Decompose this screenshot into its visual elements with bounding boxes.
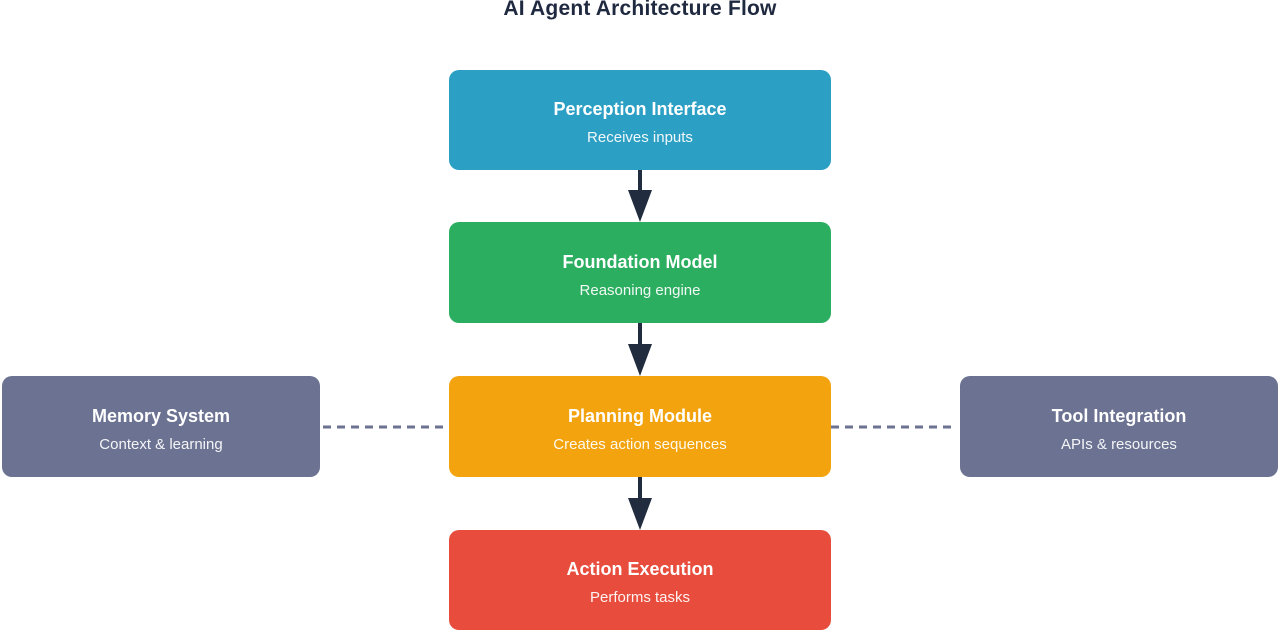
node-foundation-model: Foundation Model Reasoning engine	[449, 222, 831, 323]
node-action-execution: Action Execution Performs tasks	[449, 530, 831, 630]
arrow-perception-to-foundation	[628, 169, 652, 222]
node-sublabel: Creates action sequences	[553, 435, 727, 453]
node-label: Action Execution	[566, 559, 714, 579]
node-tool-integration: Tool Integration APIs & resources	[960, 376, 1278, 477]
node-sublabel: Receives inputs	[587, 129, 693, 146]
node-sublabel: Reasoning engine	[579, 281, 701, 299]
node-label: Foundation Model	[562, 251, 718, 272]
node-sublabel: APIs & resources	[1061, 435, 1177, 453]
diagram-title: AI Agent Architecture Flow	[503, 0, 777, 20]
node-sublabel: Performs tasks	[589, 589, 691, 606]
arrow-head-icon	[628, 344, 652, 376]
node-label: Perception Interface	[553, 99, 727, 119]
arrow-planning-to-action	[628, 476, 652, 530]
arrow-head-icon	[628, 190, 652, 222]
arrow-head-icon	[628, 498, 652, 530]
node-label: Planning Module	[568, 405, 712, 426]
node-memory-system: Memory System Context & learning	[2, 376, 320, 477]
node-label: Memory System	[91, 405, 231, 426]
node-perception-interface: Perception Interface Receives inputs	[449, 70, 831, 170]
arrow-foundation-to-planning	[628, 322, 652, 376]
node-sublabel: Context & learning	[99, 435, 223, 453]
node-label: Tool Integration	[1051, 405, 1187, 426]
node-planning-module: Planning Module Creates action sequences	[449, 376, 831, 477]
